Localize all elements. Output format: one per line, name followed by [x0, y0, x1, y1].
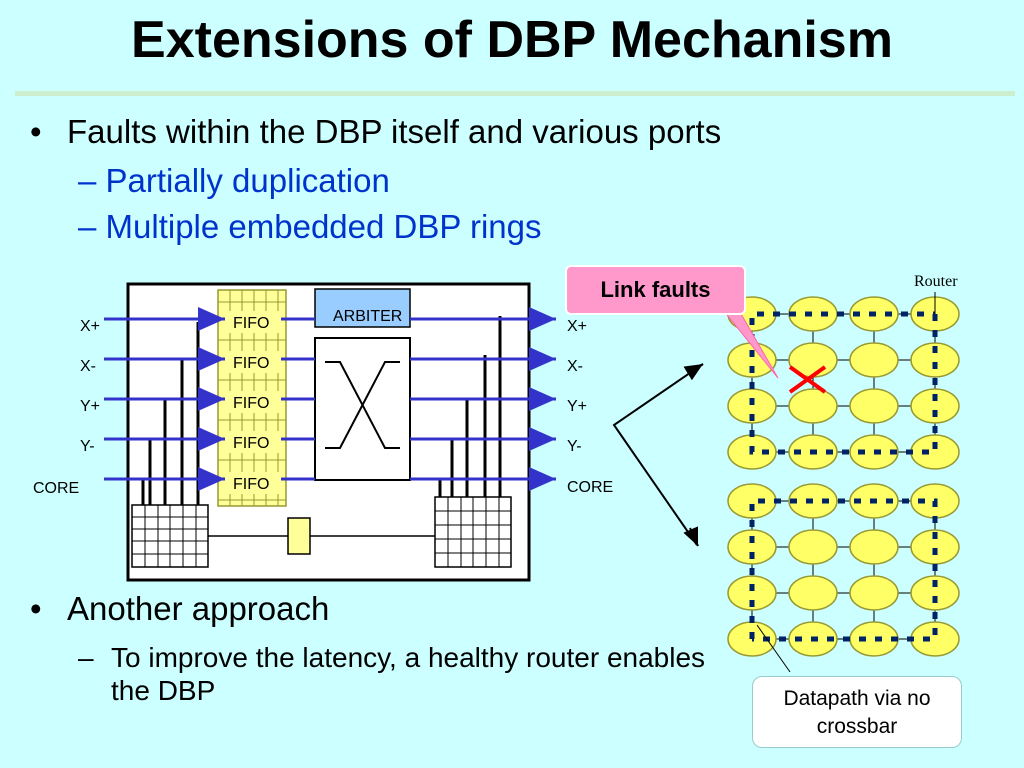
- input-mux-gridlines: [132, 505, 208, 567]
- datapath-note: Datapath via no crossbar: [752, 676, 962, 748]
- port-label-in: CORE: [33, 480, 79, 497]
- crossbar: [314, 337, 411, 481]
- port-label-out: CORE: [567, 479, 613, 496]
- fifo-2: [225, 391, 281, 413]
- router-microarchitecture: FIFO FIFO FIFO FIFO FIFO ARBITER: [33, 282, 613, 582]
- router-node: [910, 342, 960, 378]
- fifo-label: FIFO: [233, 476, 269, 493]
- dbp-ring-path: [749, 498, 938, 642]
- router-node: [910, 575, 960, 611]
- output-arrows: [410, 307, 556, 491]
- router-node: [727, 529, 777, 565]
- router-node: [849, 529, 899, 565]
- router-node: [849, 621, 899, 657]
- slide-title: Extensions of DBP Mechanism: [131, 11, 893, 69]
- input-arrows: [104, 307, 225, 491]
- router-node: [910, 434, 960, 470]
- fifo-label: FIFO: [233, 355, 269, 372]
- router-node: [849, 575, 899, 611]
- fifo-1: [225, 351, 281, 373]
- bullet-marker: •: [30, 113, 42, 150]
- router-node: [849, 388, 899, 424]
- port-label-out: Y+: [567, 398, 587, 415]
- arbiter-box: [314, 288, 411, 328]
- router-node: [910, 621, 960, 657]
- port-label-in: X-: [80, 358, 96, 375]
- fifo-4: [225, 472, 281, 494]
- bullet-faults: Faults within the DBP itself and various…: [67, 113, 722, 150]
- sub-dash: –: [78, 642, 94, 673]
- dbp-ring-path: [749, 311, 938, 455]
- router-node: [849, 342, 899, 378]
- fifo-label: FIFO: [233, 395, 269, 412]
- subitem-multiple-rings: – Multiple embedded DBP rings: [78, 208, 542, 245]
- router-node: [788, 388, 838, 424]
- fifo-0: [225, 311, 281, 333]
- arbiter-label: ARBITER: [333, 308, 402, 325]
- bullet-marker: •: [30, 590, 42, 627]
- title-divider: [15, 91, 1015, 96]
- router-node: [727, 483, 777, 519]
- link-faults-callout: Link faults: [565, 265, 746, 315]
- mesh-top: [727, 296, 960, 470]
- port-label-out: Y-: [567, 438, 582, 455]
- center-latch: [287, 517, 311, 555]
- subitem-partial-duplication: – Partially duplication: [78, 162, 390, 199]
- bullet-another-approach: Another approach: [67, 590, 330, 627]
- fifo-label: FIFO: [233, 435, 269, 452]
- router-node: [910, 388, 960, 424]
- router-node: [727, 575, 777, 611]
- note-leader: [756, 624, 791, 673]
- mesh-bottom: [727, 483, 960, 657]
- subitem-latency: To improve the latency, a healthy router…: [111, 642, 706, 706]
- crossbar-input-wires: [281, 317, 315, 481]
- datapath-note-line: crossbar: [816, 715, 898, 738]
- zoom-arrows: [612, 363, 704, 547]
- router-node: [788, 296, 838, 332]
- fifo-label: FIFO: [233, 315, 269, 332]
- port-label-in: Y+: [80, 398, 100, 415]
- router-node: [788, 575, 838, 611]
- router-label: Router: [914, 273, 958, 290]
- port-label-out: X-: [567, 358, 583, 375]
- crossbar-symbol: [325, 361, 400, 449]
- port-label-out: X+: [567, 318, 587, 335]
- port-label-in: Y-: [80, 438, 95, 455]
- router-node: [788, 529, 838, 565]
- fault-x-icon: [788, 365, 827, 394]
- output-mux-gridlines: [435, 497, 511, 567]
- fifo-3: [225, 431, 281, 453]
- datapath-note-line: Datapath via no: [783, 687, 931, 710]
- port-label-in: X+: [80, 318, 100, 335]
